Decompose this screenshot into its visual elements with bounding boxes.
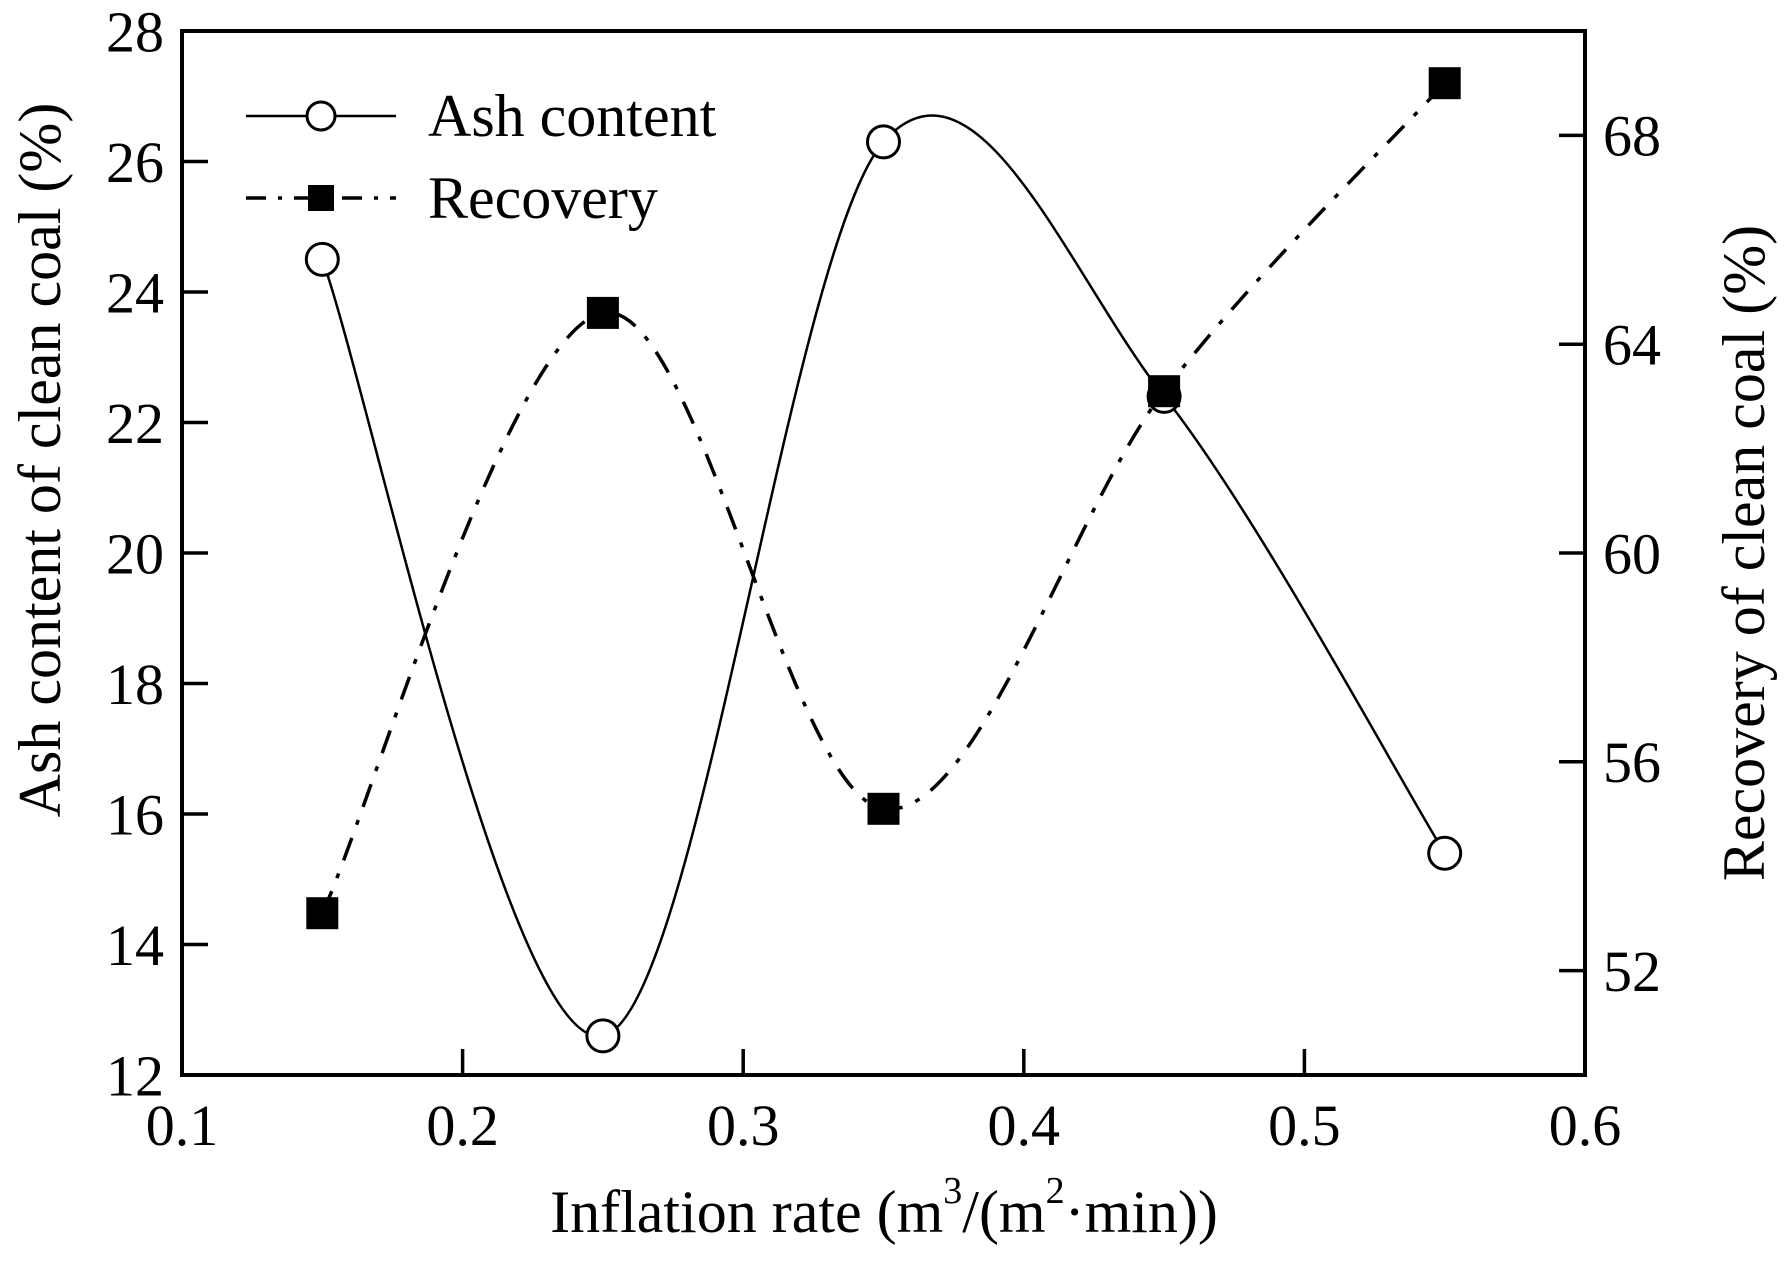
recovery-dash-square-icon bbox=[246, 185, 396, 211]
left-axis-tick-label: 16 bbox=[106, 782, 164, 847]
legend: Ash content Recovery bbox=[246, 82, 717, 248]
right-axis-tick-label: 64 bbox=[1603, 313, 1661, 378]
recovery-marker bbox=[306, 897, 339, 930]
left-axis-tick-label: 26 bbox=[106, 130, 164, 195]
left-axis-title: Ash content of clean coal (%) bbox=[7, 102, 73, 818]
left-axis-tick-label: 12 bbox=[106, 1043, 164, 1108]
left-axis-tick-label: 28 bbox=[106, 0, 164, 64]
left-axis-tick-label: 24 bbox=[106, 260, 164, 325]
x-axis-title-text: Inflation rate (m bbox=[550, 1179, 944, 1245]
recovery-marker bbox=[1148, 375, 1181, 408]
right-axis-tick-label: 56 bbox=[1603, 730, 1661, 795]
right-axis-tick-label: 68 bbox=[1603, 104, 1661, 169]
x-axis-tick-label: 0.5 bbox=[1268, 1093, 1341, 1158]
recovery-marker bbox=[1428, 67, 1461, 100]
legend-label-ash-content: Ash content bbox=[428, 82, 717, 149]
right-axis-tick-label: 60 bbox=[1603, 521, 1661, 586]
recovery-marker bbox=[586, 296, 619, 329]
left-axis-tick-label: 20 bbox=[106, 521, 164, 586]
x-axis-title-text: /(m bbox=[962, 1179, 1046, 1245]
ash-content-marker bbox=[585, 1018, 621, 1054]
ash-content-marker bbox=[1427, 835, 1463, 871]
x-axis-tick-label: 0.6 bbox=[1549, 1093, 1622, 1158]
ash-content-marker bbox=[866, 124, 901, 160]
x-axis-title-text: ·min)) bbox=[1064, 1179, 1218, 1245]
x-axis-tick-label: 0.1 bbox=[146, 1093, 219, 1158]
left-axis-tick-label: 22 bbox=[106, 391, 164, 456]
ash-content-line-circle-icon bbox=[246, 100, 396, 132]
ash-content-curve bbox=[321, 114, 1446, 1038]
x-axis-title-superscript-2: 2 bbox=[1045, 1170, 1065, 1212]
recovery-curve bbox=[320, 82, 1446, 914]
x-axis-tick-label: 0.4 bbox=[988, 1093, 1061, 1158]
left-axis-tick-label: 18 bbox=[106, 652, 164, 717]
recovery-marker bbox=[867, 792, 900, 825]
legend-entry-recovery: Recovery bbox=[246, 164, 716, 231]
x-axis-title-superscript-3: 3 bbox=[943, 1170, 963, 1212]
legend-entry-ash-content: Ash content bbox=[246, 82, 717, 149]
ash-content-marker bbox=[304, 241, 340, 277]
x-axis-tick-label: 0.2 bbox=[426, 1093, 499, 1158]
legend-label-recovery: Recovery bbox=[428, 164, 658, 231]
right-axis-tick-label: 52 bbox=[1603, 939, 1661, 1004]
right-axis-title: Recovery of clean coal (%) bbox=[1711, 224, 1777, 882]
left-axis-tick-label: 14 bbox=[106, 913, 164, 978]
x-axis-title: Inflation rate (m3/(m2·min)) bbox=[550, 1172, 1218, 1245]
x-axis-tick-label: 0.3 bbox=[707, 1093, 780, 1158]
